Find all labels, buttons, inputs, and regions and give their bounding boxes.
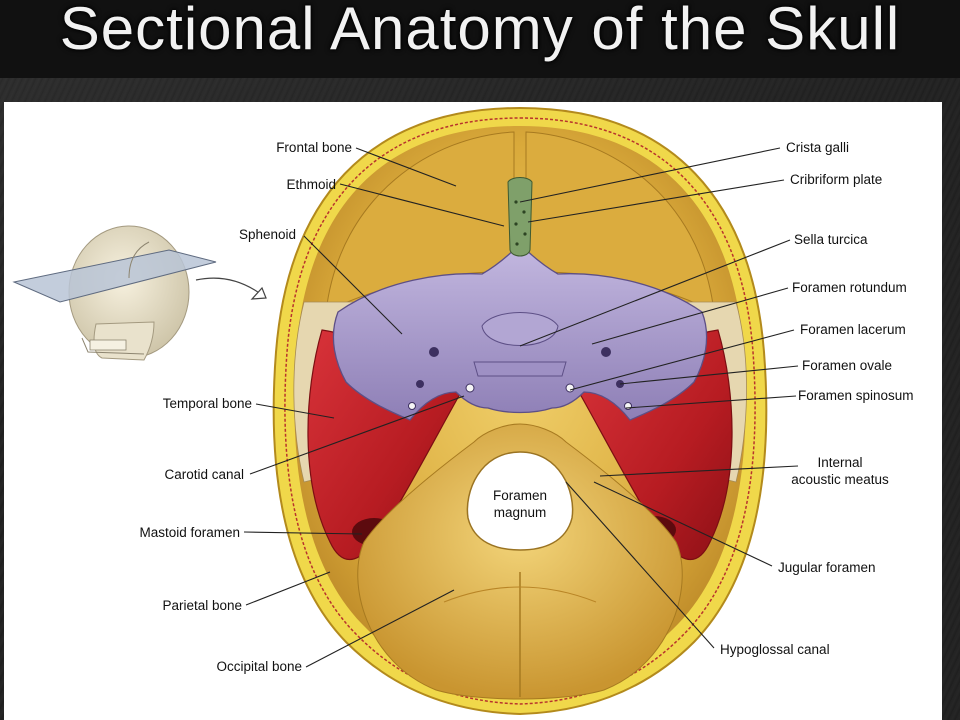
- label-foramen-ovale: Foramen ovale: [802, 358, 892, 373]
- label-foramen-rotundum: Foramen rotundum: [792, 280, 907, 295]
- label-sphenoid: Sphenoid: [239, 227, 296, 242]
- skull-base: [272, 106, 768, 716]
- label-mastoid-foramen: Mastoid foramen: [139, 525, 240, 540]
- structure-labels: Frontal bone Ethmoid Sphenoid Temporal b…: [139, 140, 913, 674]
- orientation-inset: [12, 225, 267, 361]
- label-temporal-bone: Temporal bone: [163, 396, 252, 411]
- label-foramen-magnum-line2: magnum: [494, 505, 547, 520]
- label-foramen-magnum-line1: Foramen: [493, 488, 547, 503]
- label-sella-turcica: Sella turcica: [794, 232, 868, 247]
- label-ethmoid: Ethmoid: [286, 177, 336, 192]
- label-crista-galli: Crista galli: [786, 140, 849, 155]
- label-foramen-lacerum: Foramen lacerum: [800, 322, 906, 337]
- label-cribriform-plate: Cribriform plate: [790, 172, 882, 187]
- label-internal-acoustic-meatus-line2: acoustic meatus: [791, 472, 889, 487]
- skull-base-illustration: Frontal bone Ethmoid Sphenoid Temporal b…: [12, 106, 914, 716]
- slide-title: Sectional Anatomy of the Skull: [59, 0, 901, 62]
- label-parietal-bone: Parietal bone: [162, 598, 242, 613]
- label-hypoglossal-canal: Hypoglossal canal: [720, 642, 830, 657]
- label-foramen-spinosum: Foramen spinosum: [798, 388, 914, 403]
- label-frontal-bone: Frontal bone: [276, 140, 352, 155]
- label-jugular-foramen: Jugular foramen: [778, 560, 876, 575]
- label-carotid-canal: Carotid canal: [164, 467, 244, 482]
- title-bar: [0, 0, 960, 78]
- leader-lines: [243, 147, 799, 668]
- label-occipital-bone: Occipital bone: [216, 659, 302, 674]
- label-internal-acoustic-meatus-line1: Internal: [817, 455, 862, 470]
- skull-figure-panel: Frontal bone Ethmoid Sphenoid Temporal b…: [4, 102, 942, 720]
